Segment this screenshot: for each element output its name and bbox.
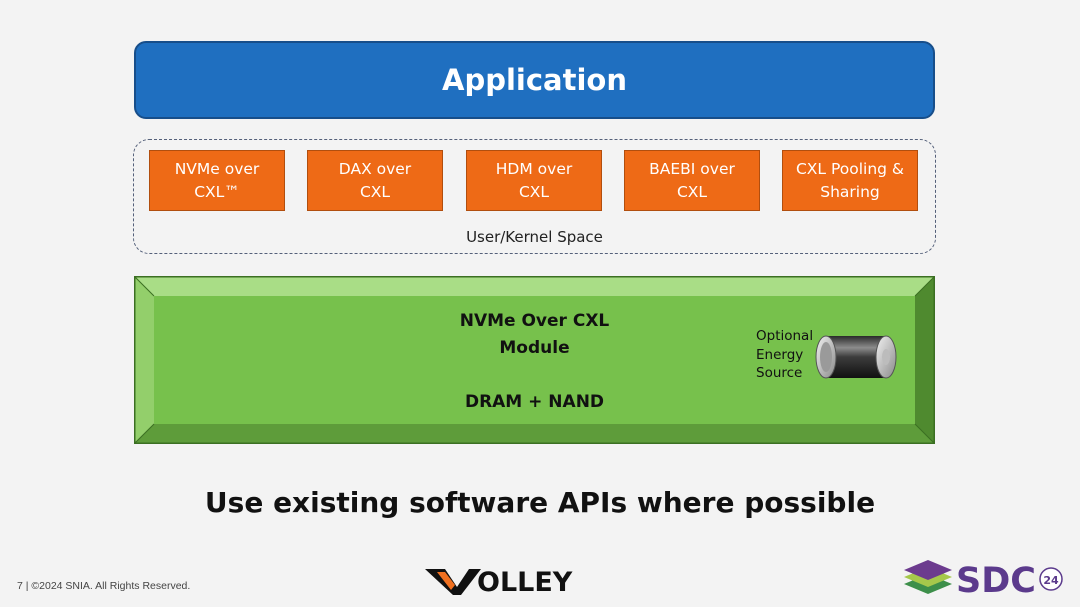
sdc-logo: SDC 24 <box>904 560 1063 601</box>
module-title-line2: Module <box>499 338 570 358</box>
interface-line1: CXL Pooling & <box>795 159 905 178</box>
interface-line2: Sharing <box>820 182 880 201</box>
sdc-logo-text: SDC <box>956 561 1036 601</box>
module-bevel-shape <box>134 276 935 444</box>
interface-dax-over-cxl: DAX over CXL <box>307 150 443 211</box>
copyright-footer: 7 | ©2024 SNIA. All Rights Reserved. <box>17 580 191 592</box>
optional-energy-source-label: Optional Energy Source <box>756 327 826 383</box>
interface-line1: HDM over <box>495 159 573 178</box>
interface-nvme-over-cxl: NVMe over CXL™ <box>149 150 285 211</box>
tagline: Use existing software APIs where possibl… <box>204 486 876 519</box>
interface-baebi-over-cxl: BAEBI over CXL <box>624 150 760 211</box>
interface-line2: CXL <box>676 182 708 201</box>
user-kernel-space-box <box>133 139 936 254</box>
user-kernel-space-label: User/Kernel Space <box>466 228 603 246</box>
interface-cxl-pooling-sharing: CXL Pooling & Sharing <box>782 150 918 211</box>
battery-icon <box>815 335 897 379</box>
application-layer: Application <box>134 41 935 119</box>
application-label: Application <box>442 63 627 97</box>
interface-line2: CXL <box>359 182 391 201</box>
nvme-over-cxl-module: NVMe Over CXL Module DRAM + NAND <box>134 276 935 444</box>
energy-line2: Energy <box>756 346 804 363</box>
interface-hdm-over-cxl: HDM over CXL <box>466 150 602 211</box>
module-title-line1: NVMe Over CXL <box>459 311 610 331</box>
interface-line2: CXL™ <box>194 182 240 201</box>
volley-logo: OLLEY <box>425 567 573 598</box>
sdc-logo-badge: 24 <box>1043 574 1059 587</box>
energy-line1: Optional <box>756 328 814 344</box>
interface-line1: NVMe over <box>174 159 260 178</box>
interface-line1: BAEBI over <box>649 159 735 178</box>
interface-line2: CXL <box>518 182 550 201</box>
interface-line1: DAX over <box>338 159 412 178</box>
module-memory-label: DRAM + NAND <box>464 392 605 412</box>
energy-line3: Source <box>756 365 803 381</box>
volley-logo-text: OLLEY <box>477 567 573 598</box>
